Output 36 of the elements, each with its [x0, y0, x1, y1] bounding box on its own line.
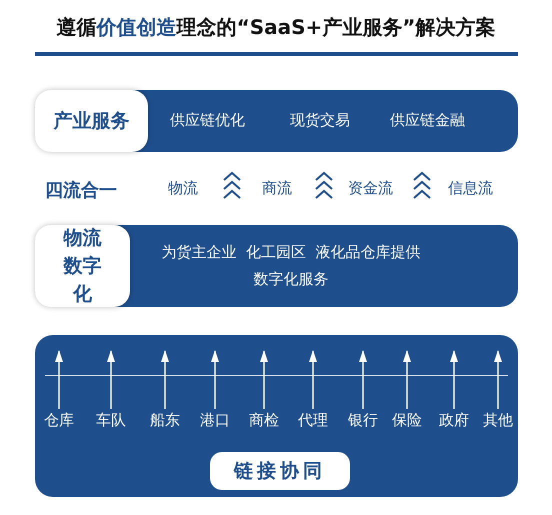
partner-label: 仓库	[39, 411, 79, 430]
service-item: 现货交易	[290, 111, 350, 130]
arrow	[309, 350, 317, 409]
band-heading: 产业服务	[35, 90, 148, 152]
service-band	[35, 90, 518, 152]
flow-label: 物流	[168, 179, 198, 198]
partner-label: 其他	[478, 411, 518, 430]
arrow	[260, 350, 268, 409]
partner-label: 代理	[293, 411, 333, 430]
arrow	[161, 350, 169, 409]
arrow	[494, 350, 502, 409]
arrow	[359, 350, 367, 409]
partner-label: 银行	[343, 411, 383, 430]
row-heading: 四流合一	[45, 179, 117, 202]
partner-label: 船东	[145, 411, 185, 430]
title: 遵循价值创造理念的“SaaS+产业服务”解决方案	[56, 14, 496, 41]
band-description: 为货主企业 化工园区 液化品仓库提供数字化服务	[160, 242, 422, 290]
band-heading: 物流数字化	[35, 225, 130, 307]
service-item: 供应链优化	[170, 111, 245, 130]
flow-label: 信息流	[448, 179, 493, 198]
partner-label: 港口	[195, 411, 235, 430]
flow-label: 商流	[262, 179, 292, 198]
arrow	[107, 350, 115, 409]
arrow	[450, 350, 458, 409]
partner-label: 商检	[244, 411, 284, 430]
partner-label: 政府	[434, 411, 474, 430]
arrow	[55, 350, 63, 409]
partner-label: 保险	[387, 411, 427, 430]
partners-panel	[35, 335, 518, 497]
collaboration-pill: 链接协同	[210, 452, 350, 490]
service-item: 供应链金融	[390, 111, 465, 130]
partner-label: 车队	[91, 411, 131, 430]
arrow	[403, 350, 411, 409]
flow-label: 资金流	[348, 179, 393, 198]
service-band	[35, 225, 518, 307]
arrow	[211, 350, 219, 409]
